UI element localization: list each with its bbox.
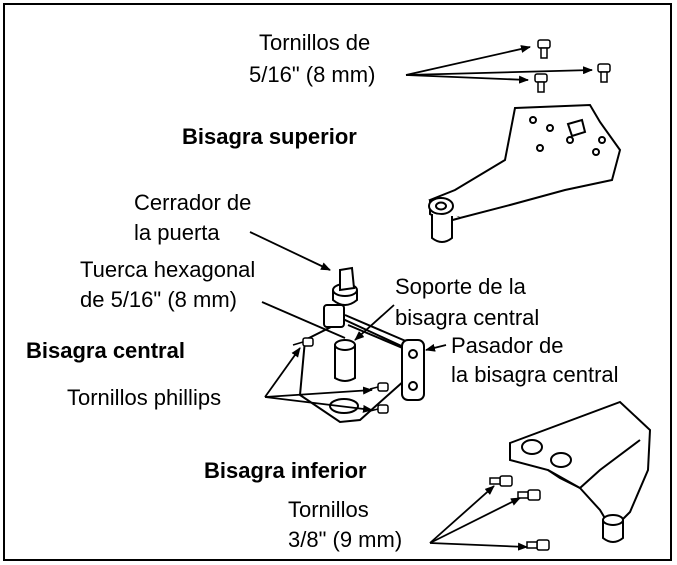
label-center-bracket-1: Soporte de la — [395, 274, 526, 299]
label-center-bracket-2: bisagra central — [395, 305, 540, 330]
label-lower-hinge: Bisagra inferior — [204, 458, 367, 483]
screw-top-1 — [537, 39, 551, 59]
center-arrows — [249, 231, 447, 413]
label-hex-nut-1: Tuerca hexagonal — [80, 257, 256, 282]
lower-hinge-part — [509, 400, 652, 543]
screw-top-2 — [534, 73, 548, 93]
label-screws-bottom-2: 3/8" (9 mm) — [288, 527, 403, 552]
label-screws-top-1: Tornillos de — [259, 30, 371, 55]
bottom-screws — [489, 475, 550, 551]
label-upper-hinge: Bisagra superior — [182, 124, 357, 149]
center-hinge-part — [298, 266, 425, 424]
upper-hinge-part — [428, 103, 622, 243]
label-phillips-screws: Tornillos phillips — [67, 385, 222, 410]
label-screws-top-2: 5/16" (8 mm) — [249, 62, 376, 87]
screw-top-3 — [597, 63, 611, 83]
screw-arrows-bottom — [429, 485, 528, 551]
label-center-hinge: Bisagra central — [26, 338, 185, 363]
label-door-closer-2: la puerta — [134, 220, 220, 245]
label-center-pin-1: Pasador de — [451, 333, 564, 358]
label-door-closer-1: Cerrador de — [134, 190, 252, 215]
label-center-pin-2: la bisagra central — [451, 362, 619, 387]
label-screws-bottom-1: Tornillos — [288, 497, 369, 522]
screw-arrows-top — [405, 45, 593, 84]
label-hex-nut-2: de 5/16" (8 mm) — [80, 287, 237, 312]
